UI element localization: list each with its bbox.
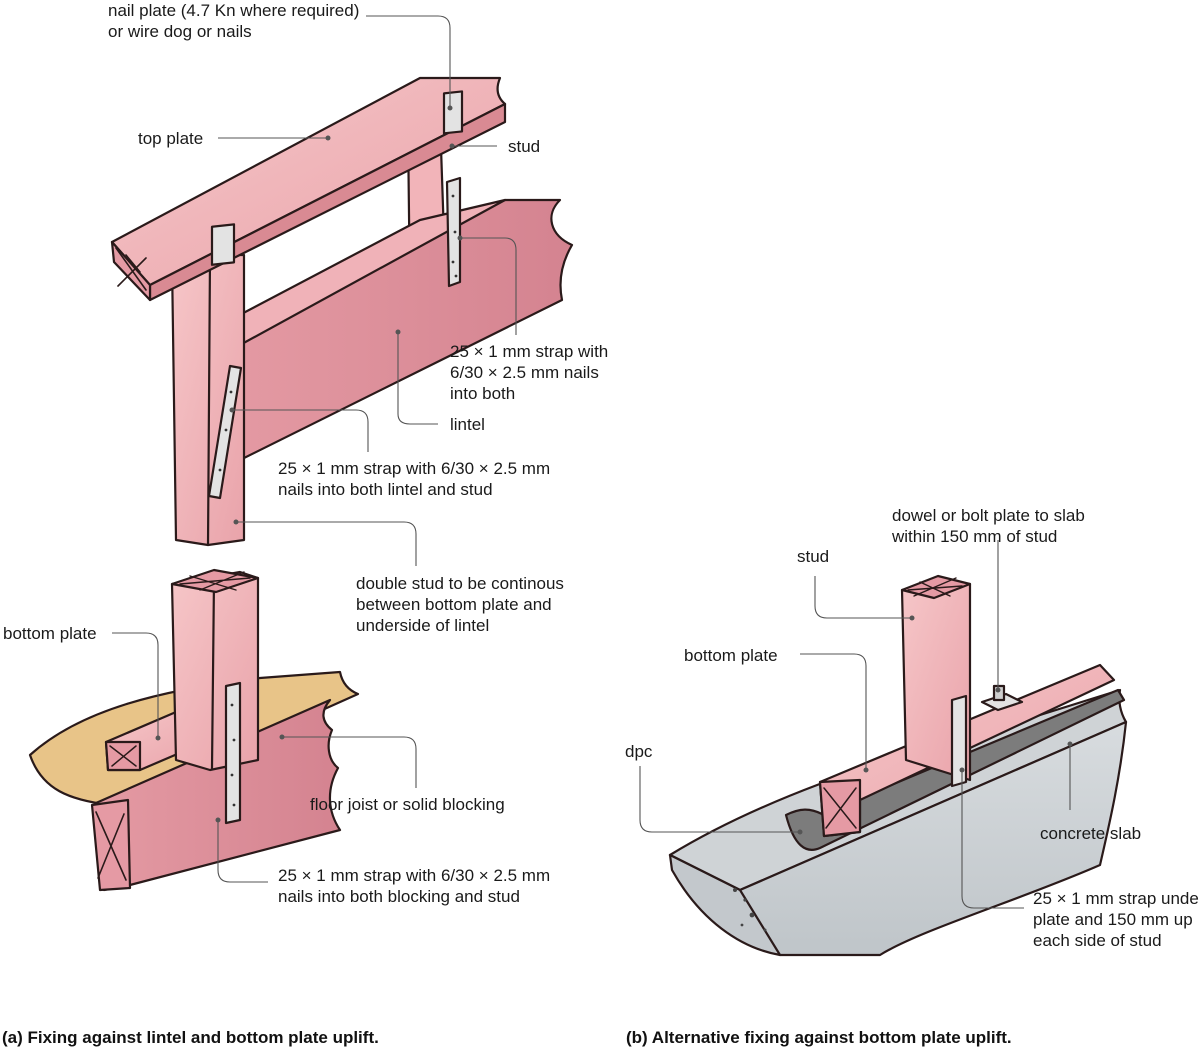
concrete-aggregate bbox=[733, 888, 767, 932]
floor-joist bbox=[94, 698, 342, 892]
label-strap-slab-line3: each side of stud bbox=[1033, 931, 1162, 950]
label-nail-plate-line1: nail plate (4.7 Kn where required) bbox=[108, 1, 360, 20]
label-strap-slab-line2: plate and 150 mm up bbox=[1033, 910, 1193, 929]
label-strap-stud-line1: 25 × 1 mm strap with bbox=[450, 342, 609, 361]
leader-bottom-plate-b bbox=[800, 653, 867, 770]
leader-bottom-plate-a bbox=[112, 632, 159, 738]
leader-lines bbox=[112, 15, 1071, 909]
label-double-stud-line2: between bottom plate and bbox=[356, 595, 552, 614]
leader-strap-stud bbox=[460, 237, 517, 335]
bolt bbox=[992, 684, 1006, 702]
label-dpc: dpc bbox=[625, 742, 653, 761]
label-top-plate: top plate bbox=[138, 129, 204, 148]
label-strap-blocking: 25 × 1 mm strap with 6/30 × 2.5 mm nails… bbox=[278, 865, 550, 907]
label-concrete-slab: concrete slab bbox=[1040, 824, 1142, 843]
leader-strap-slab bbox=[961, 770, 1024, 909]
lower-stud-split bbox=[210, 578, 216, 770]
label-bottom-plate-b: bottom plate bbox=[684, 646, 778, 665]
label-dowel: dowel or bolt plate to slab within 150 m… bbox=[892, 505, 1085, 547]
leader-double-stud bbox=[236, 521, 417, 566]
label-floor-joist: floor joist or solid blocking bbox=[310, 795, 505, 814]
stud-b-end-marks bbox=[907, 577, 963, 597]
strap-lintel-diagonal bbox=[207, 364, 243, 500]
label-dowel-line1: dowel or bolt plate to slab bbox=[892, 506, 1085, 525]
strap-blocking bbox=[224, 681, 242, 825]
bpb-end-marks bbox=[823, 787, 857, 829]
leader-stud-b bbox=[814, 576, 912, 619]
double-stud-split bbox=[206, 256, 212, 547]
leader-dots bbox=[155, 105, 1073, 835]
caption-b: (b) Alternative fixing against bottom pl… bbox=[626, 1028, 1012, 1047]
label-strap-stud: 25 × 1 mm strap with 6/30 × 2.5 mm nails… bbox=[450, 341, 608, 404]
label-strap-slab: 25 × 1 mm strap under plate and 150 mm u… bbox=[1033, 888, 1200, 951]
leader-strap-blocking bbox=[217, 820, 268, 883]
nail-plates bbox=[210, 90, 464, 266]
bp-end-marks bbox=[109, 745, 137, 767]
slab-assembly bbox=[668, 574, 1128, 957]
top-plate-end-marks bbox=[115, 247, 147, 291]
leader-nail-plate bbox=[366, 15, 451, 108]
label-nail-plate: nail plate (4.7 Kn where required) or wi… bbox=[108, 0, 359, 42]
label-stud-a: stud bbox=[508, 137, 541, 156]
lower-double-stud bbox=[170, 570, 260, 772]
concrete-slab-front bbox=[668, 853, 782, 957]
label-strap-blocking-line2: nails into both blocking and stud bbox=[278, 887, 520, 906]
label-strap-blocking-line1: 25 × 1 mm strap with 6/30 × 2.5 mm bbox=[278, 866, 551, 885]
lintel-assembly bbox=[110, 76, 574, 547]
label-strap-stud-line3: into both bbox=[450, 384, 516, 403]
nail-plate-right bbox=[442, 90, 464, 135]
lintel bbox=[228, 198, 574, 462]
lower-stud-end-marks bbox=[179, 571, 251, 591]
joist-end-marks bbox=[95, 811, 127, 881]
label-lintel: lintel bbox=[450, 415, 485, 434]
label-dowel-line2: within 150 mm of stud bbox=[892, 527, 1058, 546]
strap-slab bbox=[950, 694, 968, 788]
straps-a bbox=[207, 176, 462, 500]
label-strap-lintel-line1: 25 × 1 mm strap with 6/30 × 2.5 mm bbox=[278, 459, 551, 478]
strap-stud-lintel bbox=[445, 176, 462, 288]
leader-strap-lintel bbox=[232, 409, 369, 452]
label-double-stud-line3: underside of lintel bbox=[356, 616, 490, 635]
label-strap-lintel-line2: nails into both lintel and stud bbox=[278, 480, 493, 499]
leader-dpc bbox=[639, 766, 800, 833]
label-strap-stud-line2: 6/30 × 2.5 mm nails bbox=[450, 363, 599, 382]
label-nail-plate-line2: or wire dog or nails bbox=[108, 22, 252, 41]
label-double-stud: double stud to be continous between bott… bbox=[356, 573, 564, 636]
label-strap-lintel: 25 × 1 mm strap with 6/30 × 2.5 mm nails… bbox=[278, 458, 550, 500]
label-stud-b: stud bbox=[797, 547, 830, 566]
leader-floor-joist bbox=[282, 736, 417, 788]
label-double-stud-line1: double stud to be continous bbox=[356, 574, 564, 593]
floor-assembly bbox=[28, 568, 360, 892]
label-bottom-plate-a: bottom plate bbox=[3, 624, 97, 643]
strap-nails bbox=[218, 194, 458, 807]
caption-a: (a) Fixing against lintel and bottom pla… bbox=[2, 1028, 379, 1047]
label-strap-slab-line1: 25 × 1 mm strap under bbox=[1033, 889, 1200, 908]
nail-plate-left bbox=[210, 223, 236, 266]
leader-lintel bbox=[397, 332, 438, 425]
